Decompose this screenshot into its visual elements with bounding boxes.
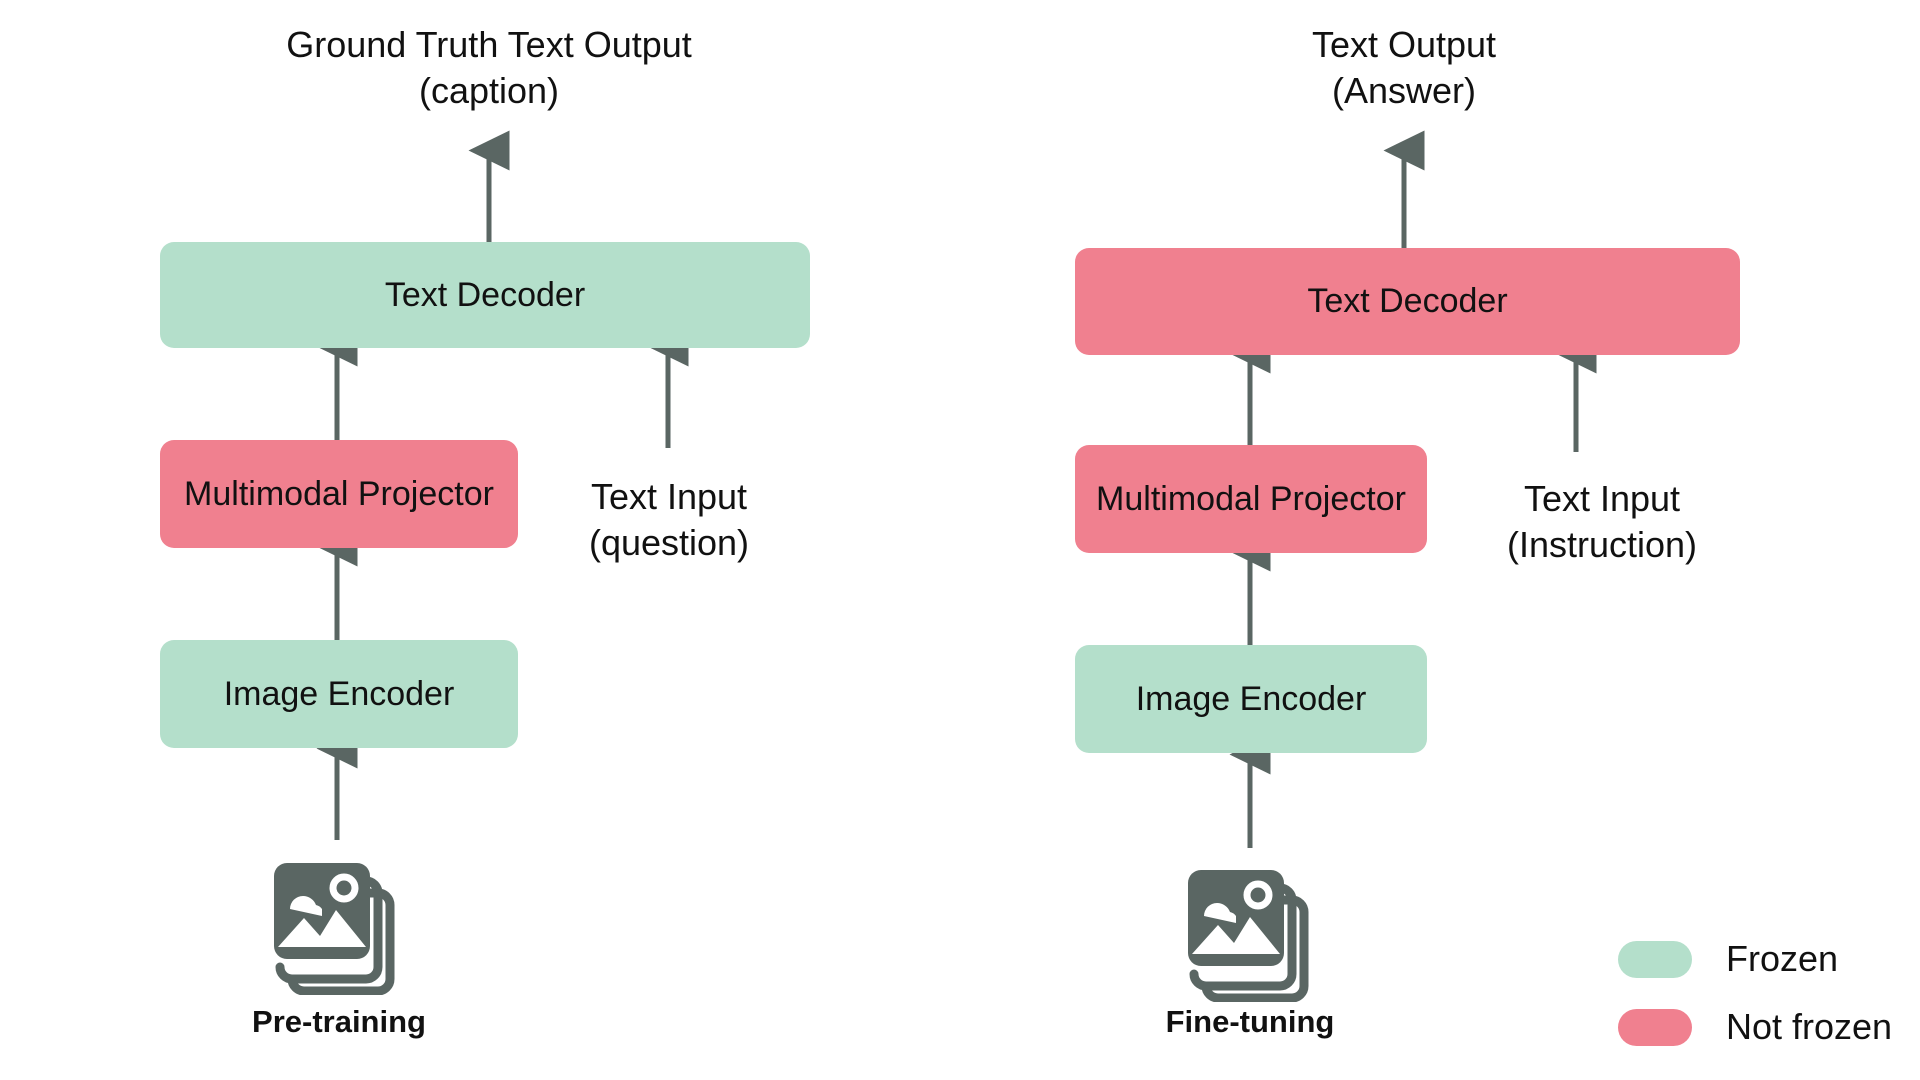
- node-multimodal-projector-pretraining[interactable]: Multimodal Projector: [160, 440, 518, 548]
- stage-label-finetuning: Fine-tuning: [1165, 1004, 1335, 1039]
- node-multimodal-projector-finetuning[interactable]: Multimodal Projector: [1075, 445, 1427, 553]
- legend-item-frozen: Frozen: [1618, 938, 1838, 980]
- stage-label-pretraining: Pre-training: [252, 1004, 426, 1039]
- node-text-decoder-finetuning[interactable]: Text Decoder: [1075, 248, 1740, 355]
- output-caption-finetuning: Text Output (Answer): [1311, 24, 1497, 112]
- node-image-encoder-finetuning[interactable]: Image Encoder: [1075, 645, 1427, 753]
- legend-swatch-not-frozen: [1618, 1008, 1692, 1046]
- text-input-label-finetuning: Text Input (Instruction): [1506, 478, 1698, 566]
- node-text-decoder-pretraining[interactable]: Text Decoder: [160, 242, 810, 348]
- image-stack-icon: [274, 863, 395, 995]
- text-input-label-pretraining: Text Input (question): [588, 476, 750, 564]
- legend-swatch-frozen: [1618, 940, 1692, 978]
- image-stack-icon: [1188, 870, 1309, 1002]
- legend-item-not-frozen: Not frozen: [1618, 1006, 1892, 1048]
- legend-label-not-frozen: Not frozen: [1726, 1006, 1893, 1047]
- output-caption-pretraining: Ground Truth Text Output (caption): [286, 24, 692, 112]
- node-image-encoder-pretraining[interactable]: Image Encoder: [160, 640, 518, 748]
- legend: Frozen Not frozen: [1618, 938, 1918, 1068]
- legend-label-frozen: Frozen: [1726, 938, 1839, 979]
